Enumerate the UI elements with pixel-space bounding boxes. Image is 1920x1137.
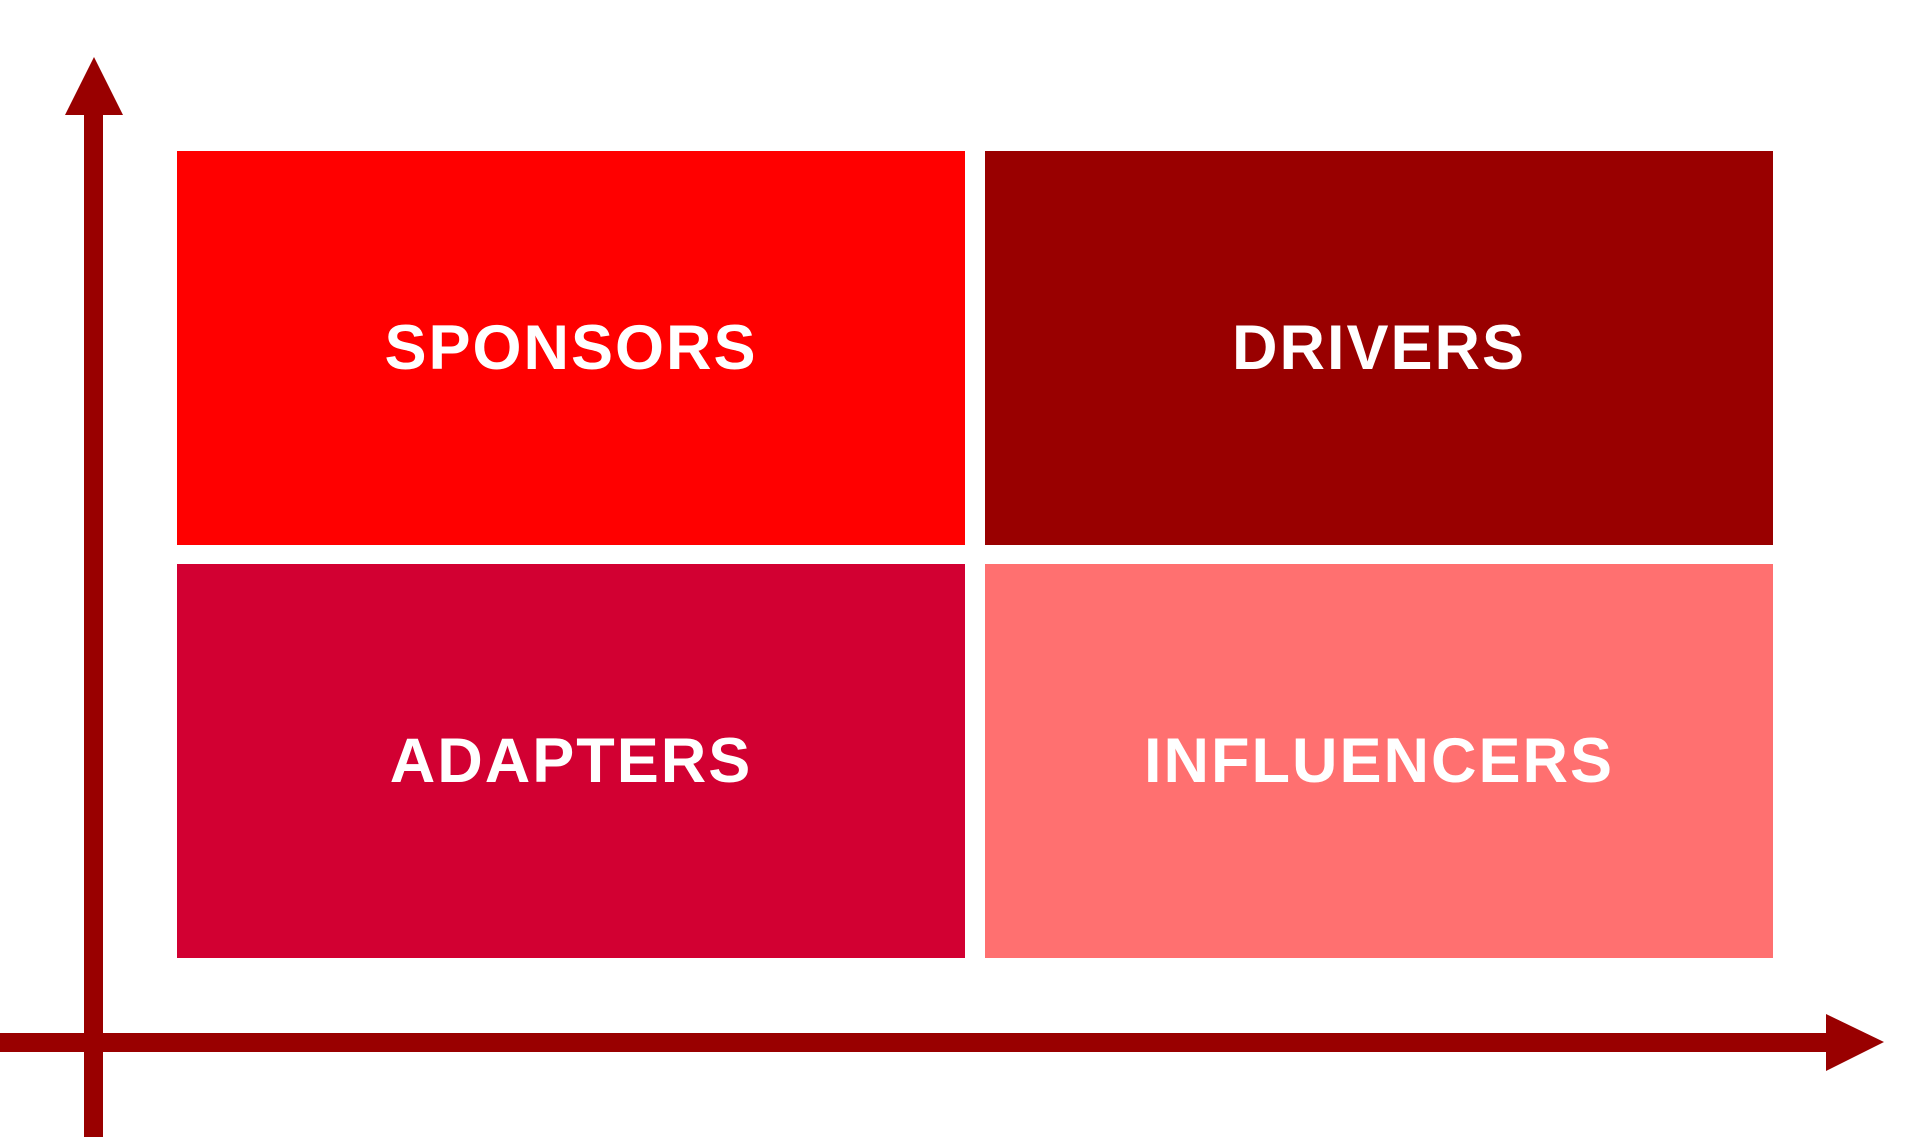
quadrant-adapters: ADAPTERS — [177, 564, 965, 958]
x-axis-arrowhead — [1826, 1014, 1884, 1071]
quadrant-drivers: DRIVERS — [985, 151, 1773, 545]
x-axis-line — [0, 1033, 1830, 1052]
quadrant-label-adapters: ADAPTERS — [389, 725, 753, 796]
y-axis-arrowhead — [65, 57, 123, 115]
quadrant-label-sponsors: SPONSORS — [384, 312, 758, 383]
quadrant-influencers: INFLUENCERS — [985, 564, 1773, 958]
y-axis-line — [84, 112, 103, 1137]
quadrant-label-influencers: INFLUENCERS — [1143, 725, 1614, 796]
quadrant-sponsors: SPONSORS — [177, 151, 965, 545]
quadrant-label-drivers: DRIVERS — [1231, 312, 1527, 383]
